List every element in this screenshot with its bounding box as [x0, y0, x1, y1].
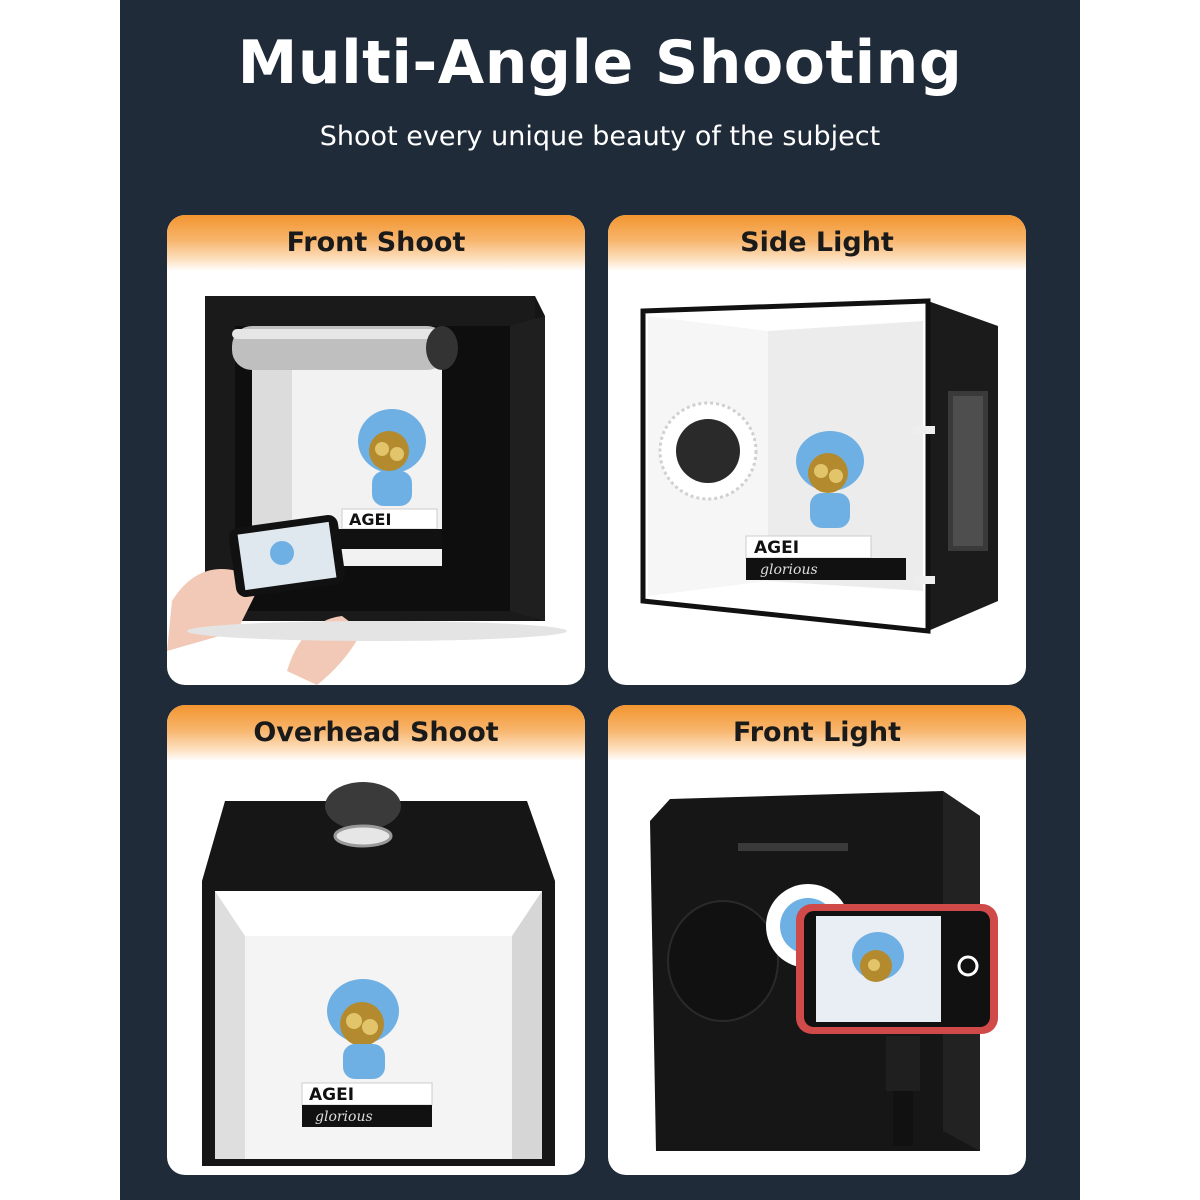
- light-box-front-light-illustration: [650, 791, 998, 1151]
- front-shoot-photo: AGEI: [167, 271, 585, 685]
- card-label: Front Shoot: [167, 215, 585, 271]
- page-title: Multi-Angle Shooting: [237, 28, 963, 98]
- card-front-shoot: Front Shoot AGEI: [167, 215, 585, 685]
- light-box-overhead-illustration: AGEI glorious: [202, 782, 555, 1166]
- book-top-text: AGEI: [309, 1085, 354, 1105]
- page-subtitle: Shoot every unique beauty of the subject: [319, 121, 881, 152]
- side-light-photo: AGEI glorious: [608, 271, 1026, 685]
- card-front-light: Front Light: [608, 705, 1026, 1175]
- card-overhead-shoot: Overhead Shoot AGEI glorious: [167, 705, 585, 1175]
- front-light-photo: [608, 761, 1026, 1175]
- book-top-text: AGEI: [754, 538, 799, 558]
- book-top-text: AGEI: [349, 510, 391, 529]
- card-label: Front Light: [608, 705, 1026, 761]
- light-box-side-illustration: AGEI glorious: [640, 298, 998, 634]
- card-side-light: Side Light AGEI glorious: [608, 215, 1026, 685]
- overhead-shoot-photo: AGEI glorious: [167, 761, 585, 1175]
- card-label: Overhead Shoot: [167, 705, 585, 761]
- book-bottom-text: glorious: [760, 562, 818, 578]
- card-label: Side Light: [608, 215, 1026, 271]
- light-box-front-illustration: AGEI: [167, 296, 567, 685]
- book-bottom-text: glorious: [315, 1109, 373, 1125]
